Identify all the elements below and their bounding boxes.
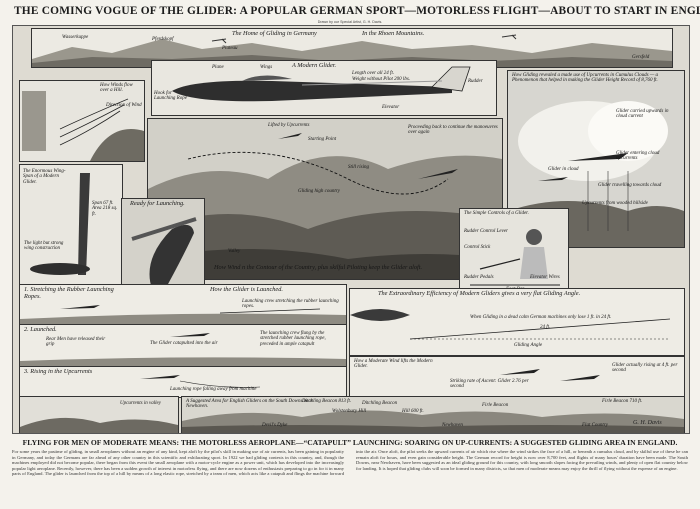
controls-pedals: Rudder Pedals [464, 275, 494, 280]
glider-part-elevator: Elevator [382, 105, 400, 110]
launch-step2: 2. Launched. [24, 326, 57, 333]
rhoen-subtitle: In the Rhoen Mountains. [362, 30, 425, 37]
hills-label-start: Starting Point [308, 137, 337, 142]
upcurrents-valley-label: Upcurrents in valley [120, 401, 161, 406]
place-flat-country: Flat Country [582, 423, 608, 428]
clouds-label-carried: Glider carried upwards in cloud current [616, 109, 669, 120]
place-wolstonbury: Wolstonbury Hill [332, 409, 367, 414]
hills-label-proceeding: Proceeding back to continue the manoeuvr… [408, 125, 498, 136]
controls-rudder-lever: Rudder Control Lever [464, 229, 508, 234]
panel-launch-step3: 3. Rising in the Upcurrents Launching ro… [19, 366, 347, 398]
launch-step1: 1. Stretching the Rubber Launching Ropes… [24, 286, 114, 300]
moderate-wind-title: How a Moderate Wind lifts the Modern Gli… [354, 359, 433, 370]
place-pferdskopf: Pferdskopf [152, 37, 174, 42]
wingspan-diagram [20, 165, 122, 297]
glider-side-view [152, 61, 496, 115]
hills-label-high-country: Gliding high country [298, 189, 340, 194]
clouds-label-hillside: Upcurrents from wooded hillside [582, 201, 648, 206]
clouds-title: How Gliding revealed a made use of Upcur… [512, 73, 659, 84]
moderate-wind-label-rising: Glider actually rising at 4 ft. per seco… [612, 363, 678, 374]
height-hill: Hill 600 ft. [402, 409, 424, 414]
hills-label-rising: Still rising [348, 165, 369, 170]
launch-step2-scene [20, 325, 346, 367]
controls-elevator-wires: Elevator Wires [530, 275, 560, 280]
panel-launch-step2: 2. Launched. Rear Men have released thei… [19, 324, 347, 368]
glider-part-hook: Hook for Launching Rope [154, 91, 187, 102]
clouds-label-entering: Glider entering cloud upcurrents [616, 151, 660, 162]
glider-spec-weight: Weight without Pilot 200 lbs. [352, 77, 411, 82]
place-devils-dyke: Devil's Dyke [262, 423, 288, 428]
subheading: FLYING FOR MEN OF MODERATE MEANS: THE MO… [22, 438, 678, 447]
south-downs-landscape [182, 397, 684, 433]
headline: THE COMING VOGUE OF THE GLIDER: A POPULA… [14, 5, 700, 17]
panel-wingspan: The Enormous Wing-Span of a Modern Glide… [19, 164, 123, 298]
height-ditchling: Ditchling Beacon 813 ft. [302, 399, 352, 404]
place-wasserkuppe: Wasserkuppe [62, 35, 89, 40]
panel-upcurrents-valley: Upcurrents in valley [19, 396, 179, 433]
clouds-label-in-cloud: Glider in cloud [548, 167, 579, 172]
launch-step3: 3. Rising in the Upcurrents [24, 368, 93, 375]
moderate-wind-diagram [350, 357, 684, 397]
panel-efficiency: The Extraordinary Efficiency of Modern G… [349, 288, 685, 356]
efficiency-note: When Gliding in a dead calm German machi… [470, 315, 612, 320]
height-firle: Firle Beacon 710 ft. [602, 399, 643, 404]
wingspan-span: Span 67 ft. Area 218 sq. ft. [92, 201, 118, 217]
clouds-label-travelling: Glider travelling towards cloud [598, 183, 662, 188]
panel-hill-winds: How Winds flow over a Hill. Direction of… [19, 80, 145, 162]
artist-signature: G. H. Davis [633, 420, 662, 426]
panel-launch-step1: How the Glider is Launched. 1. Stretchin… [19, 284, 347, 326]
place-plateau: Plateau [222, 46, 238, 51]
moderate-wind-label-ascent: Striking rate of Ascent: Glider 2.76 per… [450, 379, 529, 390]
efficiency-ratio: 24 ft. [540, 325, 551, 330]
rhoen-title: The Home of Gliding in Germany [232, 30, 317, 37]
panel-moderate-wind: How a Moderate Wind lifts the Modern Gli… [349, 356, 685, 398]
panel-gliding-hills: Lifted by Upcurrents Starting Point Proc… [147, 118, 503, 280]
modern-glider-title: A Modern Glider. [292, 62, 337, 69]
hills-landscape [148, 119, 502, 279]
launch-step2-note-catapult: The Glider catapulted into the air [150, 341, 218, 346]
panel-england-area: A Suggested Area for English Gliders on … [181, 396, 685, 433]
panel-modern-glider: A Modern Glider. Length over all 24 ft. … [151, 60, 497, 116]
launch-step3-scene [20, 367, 346, 397]
glider-part-wings: Wings [260, 65, 273, 70]
illustration-plate: The Home of Gliding in Germany In the Rh… [12, 25, 690, 434]
glider-part-rudder: Rudder [468, 79, 483, 84]
ready-launching-title: Ready for Launching. [130, 200, 185, 207]
launch-step1-note: Launching crew stretching the rubber lau… [242, 299, 339, 310]
panel-controls: The Simple Controls of a Glider. Rudder … [459, 208, 569, 296]
place-firle: Firle Beacon [482, 403, 509, 408]
valley-scene [20, 397, 178, 433]
efficiency-angle: Gliding Angle [514, 343, 543, 348]
efficiency-diagram [350, 289, 684, 355]
byline: Drawn by our Special Artist, G. H. Davis… [317, 20, 383, 24]
controls-stick: Control Stick [464, 245, 491, 250]
launch-step3-note: Launching rope falling away from machine [170, 387, 257, 392]
place-gersfeld: Gersfeld [632, 55, 650, 60]
hill-winds-title: How Winds flow over a Hill. [100, 83, 133, 94]
efficiency-title: The Extraordinary Efficiency of Modern G… [378, 290, 581, 297]
controls-title: The Simple Controls of a Glider. [464, 211, 529, 216]
hills-label-valley: Valley [228, 249, 241, 254]
england-title: A Suggested Area for English Gliders on … [186, 399, 313, 410]
place-ditchling: Ditchling Beacon [362, 401, 398, 406]
place-newhaven: Newhaven [442, 423, 463, 428]
hills-label-lifted: Lifted by Upcurrents [268, 123, 310, 128]
glider-spec-length: Length over all 24 ft. [352, 71, 395, 76]
hills-caption: How Wind n the Contour of the Country, p… [214, 264, 423, 271]
hill-wind-diagram [20, 81, 144, 161]
launch-helpers: The launching crew flung by the stretche… [260, 331, 326, 347]
launch-how-title: How the Glider is Launched. [210, 286, 283, 293]
glider-part-plane: Plane [212, 65, 224, 70]
article-body: For some years the pastime of gliding, i… [12, 449, 688, 477]
controls-cockpit [460, 209, 568, 295]
launch-step2-note-rear: Rear Men have released their grip [46, 337, 106, 348]
wingspan-title: The Enormous Wing-Span of a Modern Glide… [23, 169, 66, 185]
hill-winds-note: Direction of Wind [106, 103, 142, 108]
launch-step1-scene [20, 285, 346, 325]
wingspan-note-construction: The light but strong wing construction [24, 241, 64, 252]
